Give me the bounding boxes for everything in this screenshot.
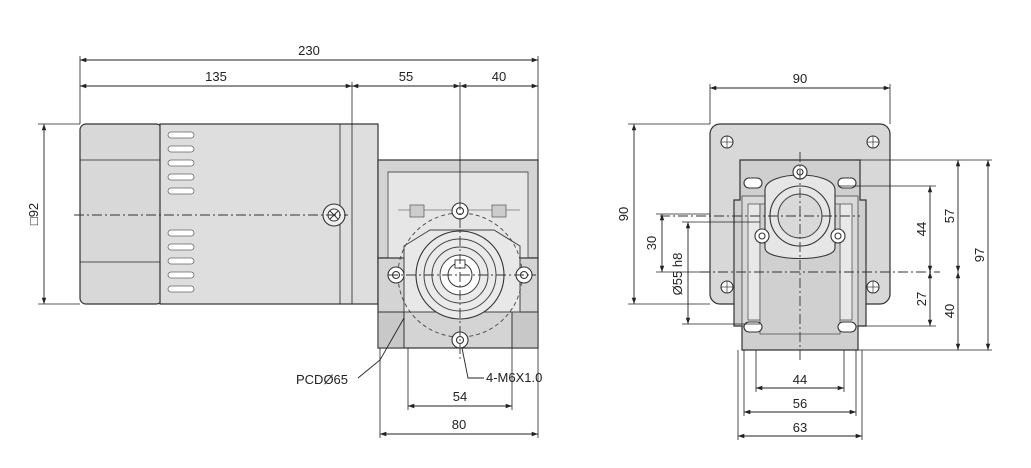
motor-body [79, 123, 379, 305]
flange-corner-hole-tr [866, 135, 880, 149]
dim-label-end-base-63: 63 [793, 420, 807, 435]
dim-end-90-width: 90 [709, 71, 891, 124]
dim-end-57: 57 [860, 159, 964, 272]
dim-end-27: 27 [858, 272, 936, 327]
motor-end-cap [79, 123, 163, 305]
dim-end-base-44: 44 [755, 350, 845, 392]
dim-label-end-base-56: 56 [793, 396, 807, 411]
flange-corner-hole-bl [720, 280, 734, 294]
dim-end-44-vertical: 44 [838, 185, 936, 272]
dim-label-230: 230 [298, 43, 320, 58]
gearbox [377, 159, 539, 349]
dim-end-30: 30 [644, 213, 710, 273]
dim-label-end-height-90: 90 [616, 207, 631, 221]
label-pcd: PCDØ65 [296, 372, 348, 387]
dim-end-base-63: 63 [737, 350, 863, 440]
slot-top-right [837, 177, 857, 189]
cooling-fins [167, 131, 195, 293]
dim-40: 40 [460, 69, 538, 89]
dim-label-135: 135 [205, 69, 227, 84]
base-foot-left [377, 311, 405, 349]
leader-pcd: PCDØ65 [296, 317, 405, 387]
dim-end-base-56: 56 [743, 350, 857, 416]
slot-bottom-right [837, 321, 857, 333]
dim-label-end-57: 57 [942, 209, 957, 223]
leader-thread: 4-M6X1.0 [461, 347, 542, 385]
slot-top-left [743, 177, 763, 189]
dim-label-end-30: 30 [644, 236, 659, 250]
flange-corner-hole-br [866, 280, 880, 294]
dim-label-end-base-44: 44 [793, 372, 807, 387]
base-foot-right [511, 311, 539, 349]
dim-label-shaft-diameter: Ø55 h8 [670, 253, 685, 296]
dim-label-40: 40 [492, 69, 506, 84]
slot-bottom-left [743, 321, 763, 333]
dim-80: 80 [379, 348, 539, 438]
dim-label-end-44-v: 44 [914, 222, 929, 236]
dim-end-shaft-diameter: Ø55 h8 [670, 221, 760, 325]
dim-label-end-97: 97 [972, 248, 987, 262]
side-view: 230 135 55 40 □92 54 [26, 43, 542, 438]
flange-corner-hole-tl [720, 135, 734, 149]
dim-end-40: 40 [858, 272, 992, 351]
dim-55: 55 [352, 69, 461, 200]
dim-label-square-92: □92 [26, 203, 41, 225]
dim-135: 135 [80, 69, 353, 124]
dim-230: 230 [79, 43, 539, 160]
dim-label-end-90: 90 [793, 71, 807, 86]
end-flange-bolt-left [754, 228, 770, 244]
end-flange-bolt-right [830, 228, 846, 244]
dim-end-90-height: 90 [616, 123, 710, 305]
dim-end-97: 97 [964, 159, 992, 350]
dim-label-54: 54 [453, 389, 467, 404]
dim-label-55: 55 [399, 69, 413, 84]
dim-label-end-27: 27 [914, 292, 929, 306]
dim-label-end-40: 40 [942, 304, 957, 318]
dim-54: 54 [407, 348, 513, 410]
end-view: 90 90 30 Ø55 h8 44 [616, 71, 992, 440]
dim-label-80: 80 [452, 417, 466, 432]
dim-motor-square: □92 [26, 123, 80, 305]
label-thread: 4-M6X1.0 [486, 370, 542, 385]
